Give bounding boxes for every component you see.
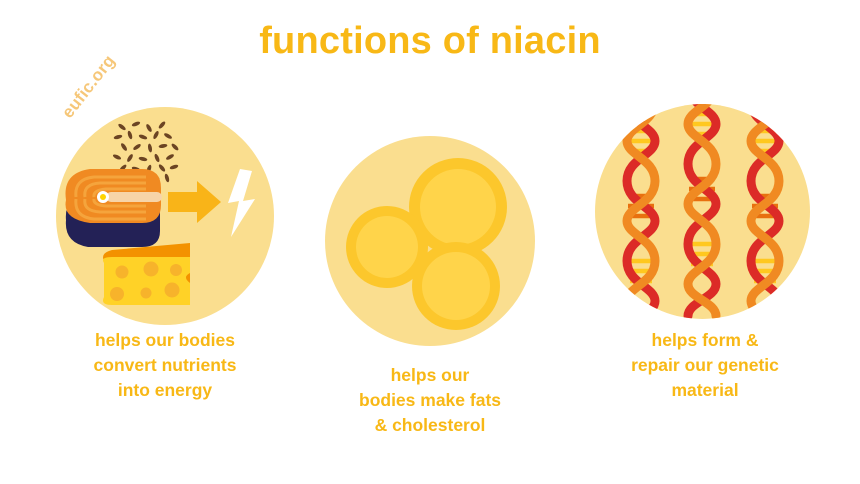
nutrients-illustration: [65, 121, 255, 305]
salmon-steak-icon: [65, 169, 162, 247]
fat-globule-icon: [409, 158, 507, 256]
cheese-wedge-icon: [103, 243, 190, 305]
dna-helix-icon: [627, 101, 655, 333]
fat-globule-icon: [346, 206, 428, 288]
caption-nutrients: helps our bodies convert nutrients into …: [93, 330, 237, 400]
panel-dna: helps form & repair our genetic material: [590, 0, 820, 484]
panel-nutrients: eufic.org helps our bodies convert nutri…: [40, 0, 290, 484]
fat-globule-icon: [412, 242, 500, 330]
dna-helix-icon: [751, 101, 779, 333]
page-title: functions of niacin: [259, 20, 601, 62]
dna-helix-icon: [688, 84, 716, 316]
dna-illustration: [595, 104, 810, 319]
lightning-bolt-icon: [228, 169, 255, 237]
panel-fats: helps our bodies make fats & cholesterol: [310, 0, 550, 484]
caption-fats: helps our bodies make fats & cholesterol: [359, 365, 501, 435]
caption-dna: helps form & repair our genetic material: [631, 330, 779, 400]
fats-illustration: [346, 158, 507, 330]
arrow-right-icon: [168, 181, 221, 223]
